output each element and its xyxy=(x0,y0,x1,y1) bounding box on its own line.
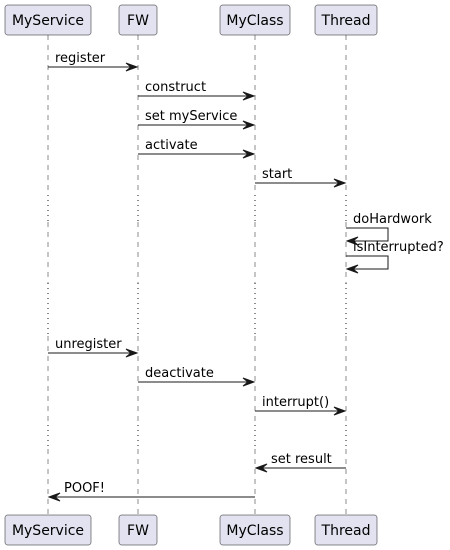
participant-label: Thread xyxy=(321,13,371,29)
arrow-head xyxy=(242,377,256,387)
participant-box xyxy=(219,514,291,546)
message-3: activate xyxy=(138,138,256,159)
message-label: deactivate xyxy=(145,366,214,381)
arrow-head xyxy=(254,463,268,473)
arrow-head xyxy=(242,120,256,130)
participant-myservice-bottom: MyService xyxy=(4,514,92,546)
self-message-line xyxy=(346,255,389,270)
message-1: construct xyxy=(138,80,256,101)
message-label: interrupt() xyxy=(262,395,329,410)
message-label: construct xyxy=(145,80,206,95)
participant-box xyxy=(118,4,158,36)
self-message-line xyxy=(346,227,389,242)
participant-box xyxy=(118,514,158,546)
message-4: start xyxy=(255,167,347,188)
message-label: set result xyxy=(271,452,332,467)
message-label: unregister xyxy=(55,337,122,352)
participant-label: MyService xyxy=(12,13,84,29)
message-label: isInterrupted? xyxy=(353,240,444,255)
participant-label: FW xyxy=(127,523,149,539)
participant-label: MyClass xyxy=(226,523,283,539)
message-label: register xyxy=(55,51,106,66)
arrow-head xyxy=(242,91,256,101)
message-label: set myService xyxy=(145,109,237,124)
participant-thread-top: Thread xyxy=(314,4,378,36)
participant-label: FW xyxy=(127,13,149,29)
arrow-head xyxy=(47,492,61,502)
participant-box xyxy=(314,514,378,546)
arrow-head xyxy=(125,62,139,72)
participant-myclass-top: MyClass xyxy=(219,4,291,36)
participant-box xyxy=(314,4,378,36)
message-label: activate xyxy=(145,138,198,153)
participant-box xyxy=(4,514,92,546)
message-6: doHardwork xyxy=(345,212,432,246)
message-13: set result xyxy=(254,452,346,473)
participant-label: MyClass xyxy=(226,13,283,29)
participant-label: MyService xyxy=(12,523,84,539)
message-label: POOF! xyxy=(64,481,105,496)
participant-box xyxy=(219,4,291,36)
arrow-head xyxy=(345,264,359,274)
message-label: doHardwork xyxy=(353,212,432,227)
participant-fw-bottom: FW xyxy=(118,514,158,546)
arrow-head xyxy=(333,178,347,188)
arrow-head xyxy=(242,149,256,159)
participant-label: Thread xyxy=(321,523,371,539)
message-2: set myService xyxy=(138,109,256,130)
message-7: isInterrupted? xyxy=(345,240,444,274)
message-label: start xyxy=(262,167,292,182)
participant-myclass-bottom: MyClass xyxy=(219,514,291,546)
message-14: POOF! xyxy=(47,481,255,502)
arrow-head xyxy=(125,348,139,358)
participant-thread-bottom: Thread xyxy=(314,514,378,546)
participant-fw-top: FW xyxy=(118,4,158,36)
message-0: register xyxy=(48,51,139,72)
message-9: unregister xyxy=(48,337,139,358)
arrow-head xyxy=(333,406,347,416)
participant-myservice-top: MyService xyxy=(4,4,92,36)
message-10: deactivate xyxy=(138,366,256,387)
participant-box xyxy=(4,4,92,36)
arrow-head xyxy=(345,236,359,246)
message-11: interrupt() xyxy=(255,395,347,416)
